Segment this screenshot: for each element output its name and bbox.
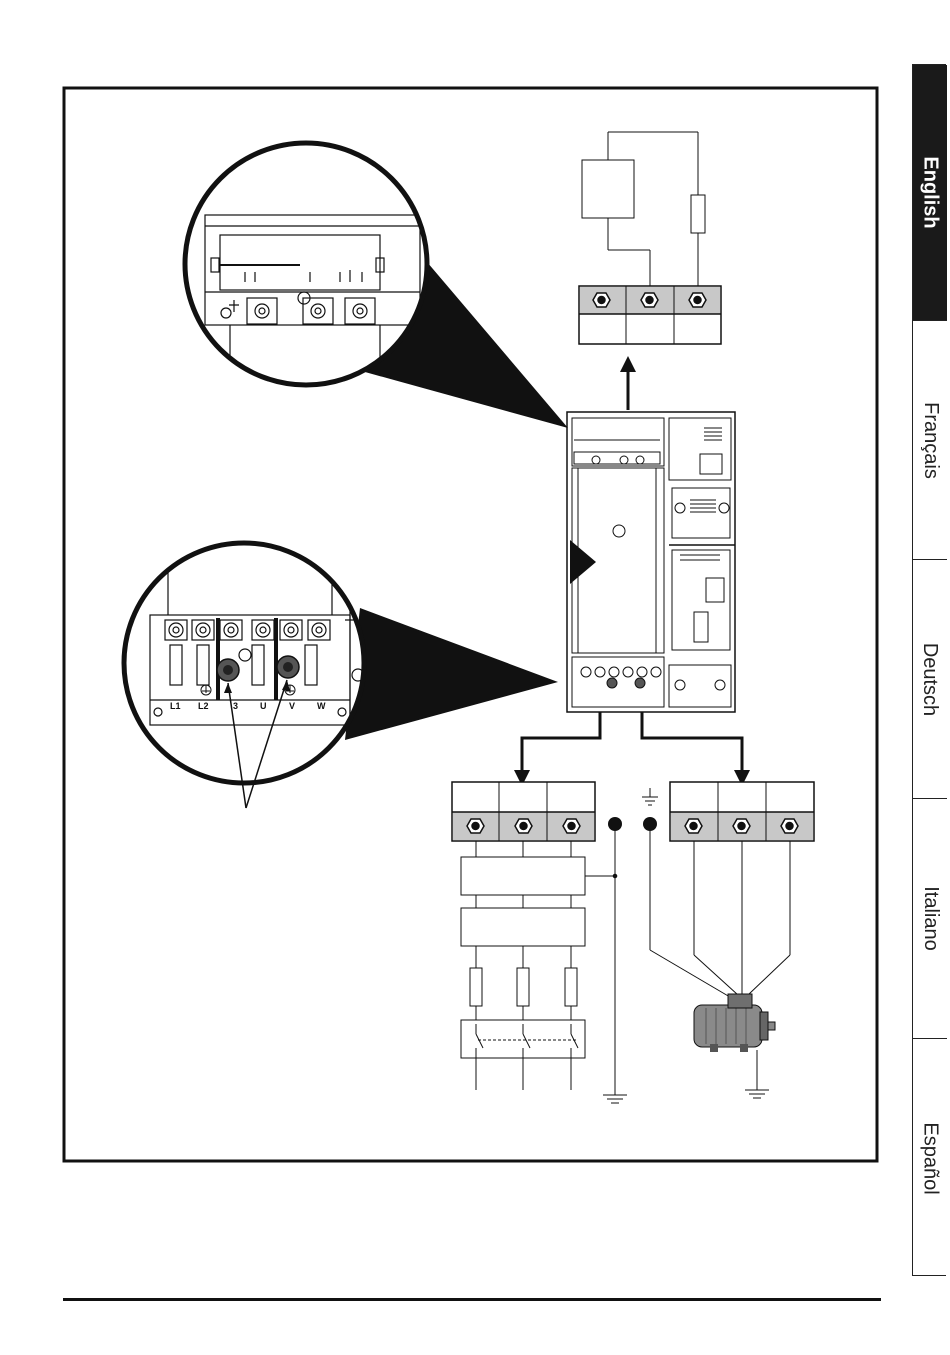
tab-italiano[interactable]: Italiano (913, 799, 947, 1039)
bottom-callout-wedge (345, 608, 558, 740)
supply-terminal-block (452, 782, 595, 841)
motor-icon (694, 994, 775, 1052)
tab-label: Français (919, 402, 942, 479)
terminal-label-l1: L1 (170, 701, 181, 711)
tab-english[interactable]: English (913, 65, 947, 321)
footer-rule (63, 1298, 881, 1301)
language-tabs: English Français Deutsch Italiano Españo… (912, 64, 946, 1276)
tab-label: Español (919, 1122, 942, 1194)
earth-symbol-top (642, 788, 658, 805)
motor-circuit (650, 831, 790, 1098)
drive-pointer-triangle (570, 540, 596, 584)
top-zoom-circle (185, 143, 427, 385)
motor-earth-terminal (643, 817, 657, 831)
tab-deutsch[interactable]: Deutsch (913, 560, 947, 799)
terminal-label-l2: L2 (198, 701, 209, 711)
motor-terminal-block (670, 782, 814, 841)
supply-earth-terminal (608, 817, 622, 831)
terminal-label-l3: 3 (233, 701, 238, 711)
braking-terminal-block (579, 286, 721, 344)
bottom-zoom-circle: L1 L2 3 U V W (124, 543, 365, 808)
terminal-label-u: U (260, 701, 267, 711)
supply-circuit (461, 831, 627, 1103)
up-arrow (620, 356, 636, 372)
tab-label: English (919, 156, 942, 228)
tab-label: Deutsch (919, 642, 942, 715)
tab-francais[interactable]: Français (913, 321, 947, 560)
terminal-label-w: W (317, 701, 326, 711)
terminal-label-v: V (289, 701, 295, 711)
braking-resistor-circuit (582, 132, 705, 288)
tab-espanol[interactable]: Español (913, 1039, 947, 1277)
tab-label: Italiano (919, 886, 942, 951)
